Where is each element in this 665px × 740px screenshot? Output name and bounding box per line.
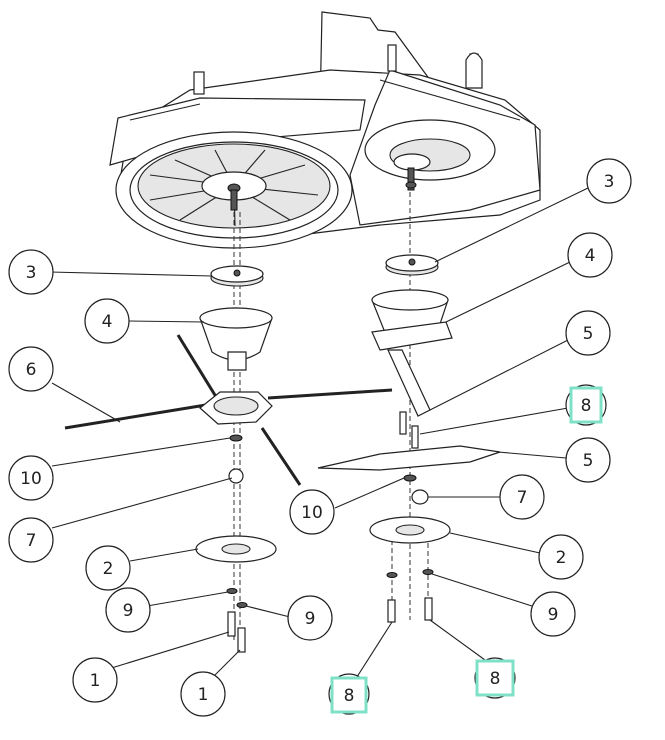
callout-10-right: 10 xyxy=(289,489,335,535)
callout-label: 8 xyxy=(581,396,592,416)
callout-label: 6 xyxy=(26,360,37,380)
callout-2-right: 2 xyxy=(538,534,584,580)
callout-label: 4 xyxy=(585,246,596,266)
callout-label: 2 xyxy=(103,559,114,579)
callout-label: 1 xyxy=(90,671,101,691)
callout-label: 9 xyxy=(548,605,559,625)
callout-10-left: 10 xyxy=(8,455,54,501)
callout-label: 10 xyxy=(301,503,323,523)
callout-label: 10 xyxy=(20,469,42,489)
leader-lines xyxy=(49,187,589,681)
callout-5-right-upper: 5 xyxy=(565,310,611,356)
callout-label: 8 xyxy=(490,669,501,689)
callout-label: 5 xyxy=(583,324,594,344)
callout-label: 7 xyxy=(26,531,37,551)
callout-9-right: 9 xyxy=(530,591,576,637)
callout-2-left: 2 xyxy=(85,545,131,591)
callout-label: 4 xyxy=(102,312,113,332)
callout-9-left-b: 9 xyxy=(287,595,333,641)
callout-label: 3 xyxy=(26,263,37,283)
right-part-stack xyxy=(317,254,501,623)
callout-4-right: 4 xyxy=(567,232,613,278)
callout-7-right: 7 xyxy=(499,474,545,520)
callout-label: 9 xyxy=(305,609,316,629)
callout-9-left-a: 9 xyxy=(105,587,151,633)
callout-1-b: 1 xyxy=(180,671,226,717)
callout-label: 2 xyxy=(556,548,567,568)
assembly-axes xyxy=(233,192,429,640)
callout-label: 7 xyxy=(517,488,528,508)
callout-label: 5 xyxy=(583,451,594,471)
mower-deck-assembly xyxy=(109,11,541,249)
callout-5-right-lower: 5 xyxy=(565,437,611,483)
callout-label: 1 xyxy=(198,685,209,705)
callout-3-right: 3 xyxy=(586,158,632,204)
callout-8-bottom-right: 8 xyxy=(474,657,516,699)
callout-1-a: 1 xyxy=(72,657,118,703)
callout-4-left: 4 xyxy=(84,298,130,344)
callout-label: 3 xyxy=(604,172,615,192)
callout-label: 9 xyxy=(123,601,134,621)
callout-7-left: 7 xyxy=(8,517,54,563)
callout-label: 8 xyxy=(344,686,355,706)
callout-8-right-top: 8 xyxy=(565,384,607,426)
callout-3-left: 3 xyxy=(8,249,54,295)
callout-6: 6 xyxy=(8,346,54,392)
callout-8-bottom-left: 8 xyxy=(328,673,370,715)
